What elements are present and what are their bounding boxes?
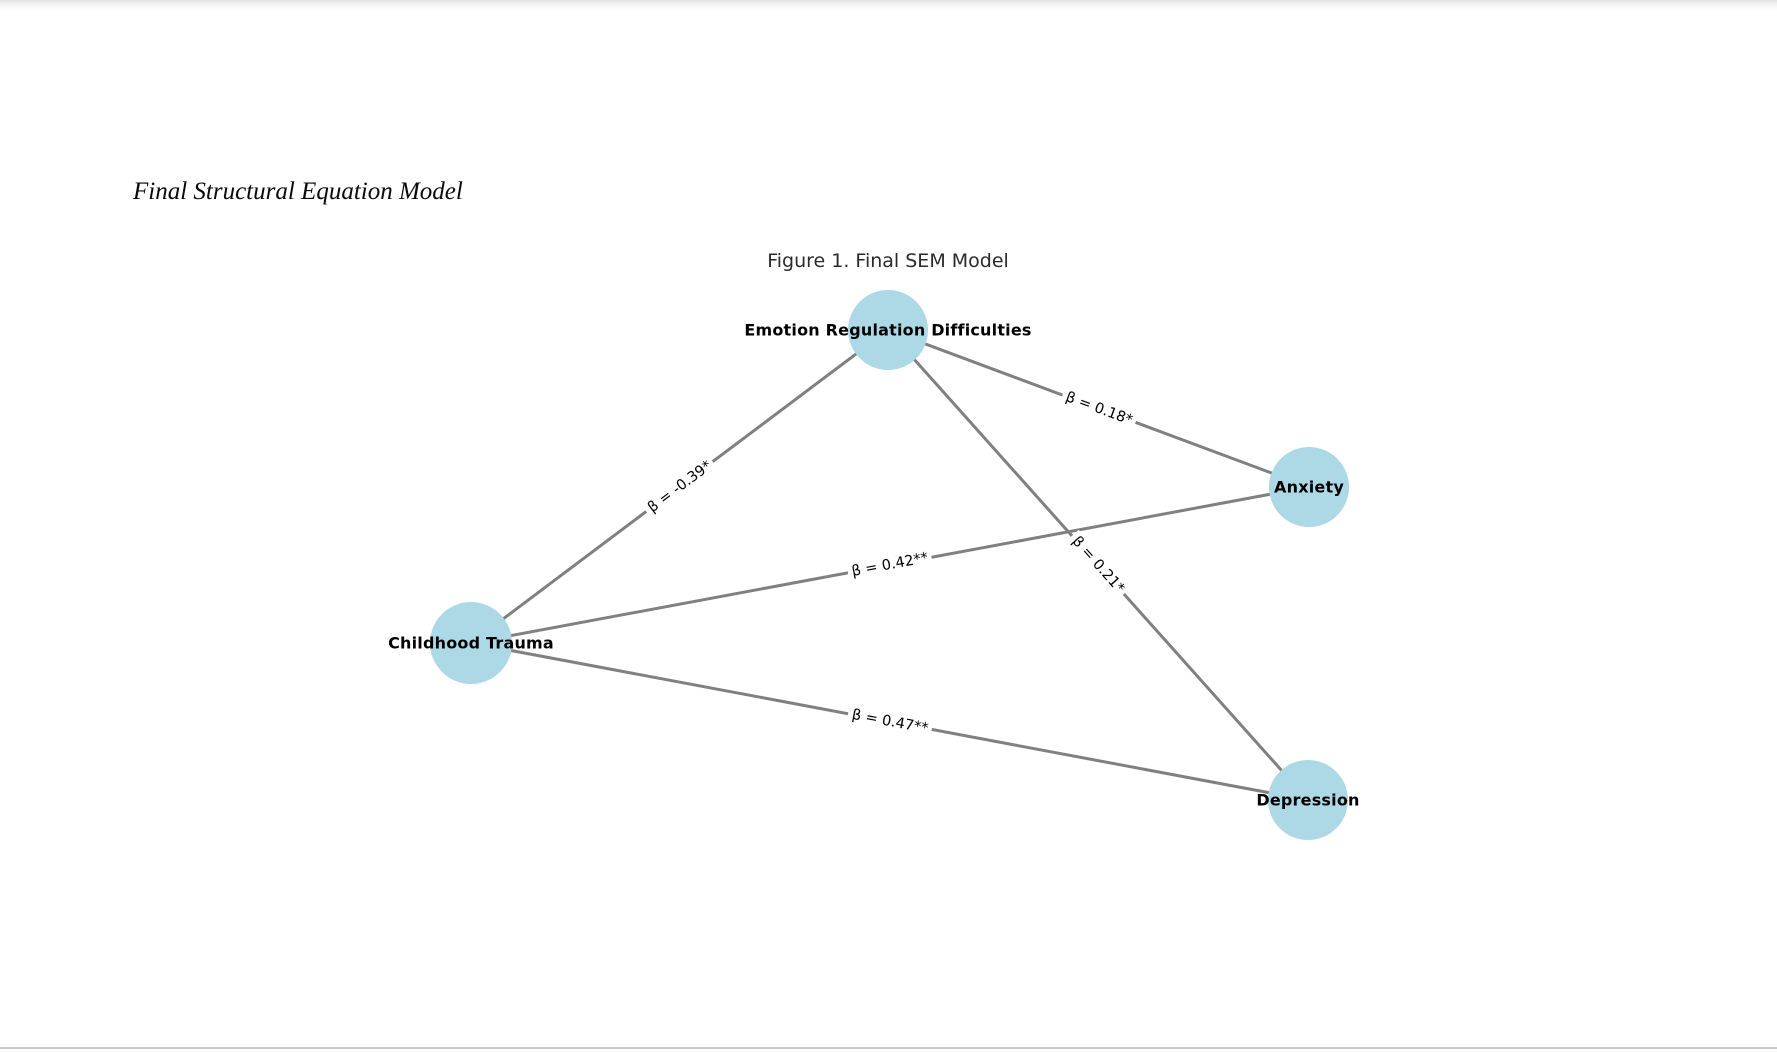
node-label-childhood-trauma: Childhood Trauma xyxy=(388,633,554,653)
document-heading: Final Structural Equation Model xyxy=(133,178,463,205)
bottom-edge-line xyxy=(0,1047,1777,1049)
node-emotion-regulation-difficulties xyxy=(848,290,928,370)
top-edge-gradient xyxy=(0,0,1777,10)
figure-title: Figure 1. Final SEM Model xyxy=(767,250,1009,272)
node-label-emotion-regulation-difficulties: Emotion Regulation Difficulties xyxy=(744,320,1032,340)
node-anxiety xyxy=(1269,447,1349,527)
node-label-depression: Depression xyxy=(1256,790,1360,810)
node-label-anxiety: Anxiety xyxy=(1274,477,1344,497)
node-depression xyxy=(1268,760,1348,840)
node-childhood-trauma xyxy=(430,602,512,684)
